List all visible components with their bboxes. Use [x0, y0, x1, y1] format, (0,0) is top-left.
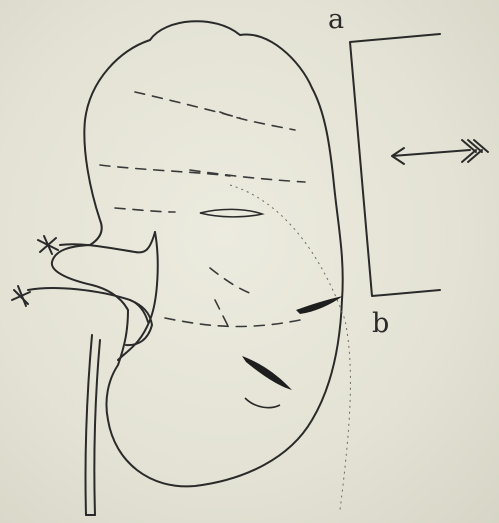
ureter-right: [94, 340, 100, 515]
calyx-curve: [245, 398, 280, 408]
renal-vessel-upper: [60, 232, 155, 252]
incision-mark-lower: [242, 356, 292, 390]
label-a: a: [328, 6, 344, 33]
dashed-line-2: [220, 112, 295, 130]
dashed-line-6: [210, 268, 255, 295]
dashed-line-4: [190, 170, 305, 182]
incision-mark-upper: [296, 296, 343, 314]
ligature-upper: [38, 236, 58, 254]
ureter-left: [85, 335, 92, 515]
ligature-lower: [12, 286, 30, 306]
label-b: b: [372, 310, 389, 337]
papilla-mark: [200, 209, 262, 217]
dashed-line-3: [100, 165, 230, 176]
dashed-line-5: [115, 208, 175, 212]
faint-dotted-line: [230, 185, 350, 510]
incision-arrow: [392, 148, 470, 164]
bracket-ab: [350, 34, 440, 296]
dashed-line-7: [165, 318, 300, 326]
renal-vessel-lower: [28, 288, 148, 322]
